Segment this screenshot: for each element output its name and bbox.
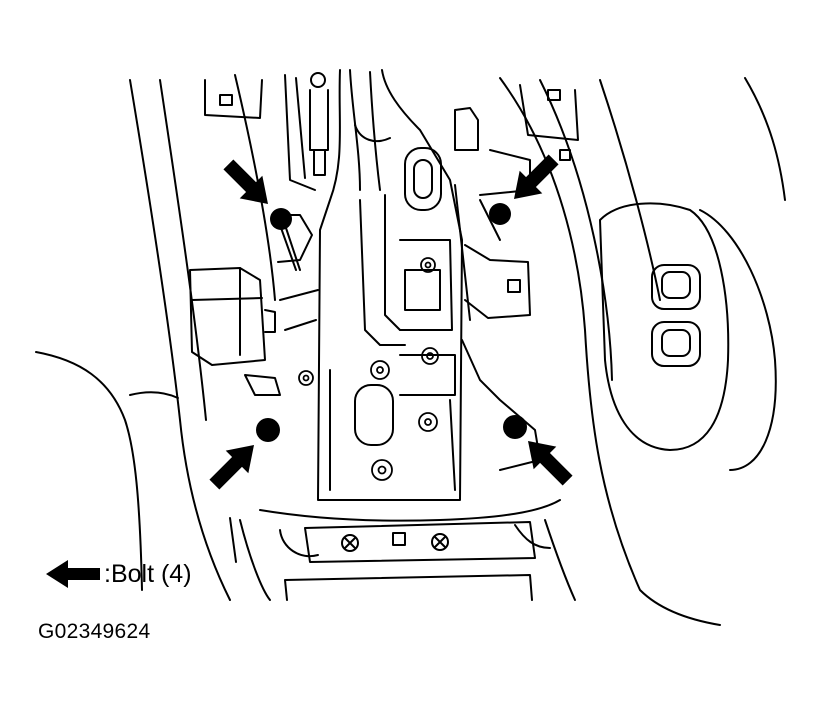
bolt-arrows: [209, 154, 573, 490]
bolt-bottom-right: [503, 415, 527, 439]
bolt-top-left: [270, 208, 292, 230]
arrow-top-right-icon: [514, 154, 559, 199]
connector-block: [189, 214, 319, 396]
figure-id: G02349624: [38, 620, 151, 643]
bolts: [256, 203, 527, 442]
top-bracket-left: [204, 72, 329, 191]
bottom-bracket: [229, 517, 551, 601]
arrow-top-left-icon: [223, 159, 268, 204]
arrow-left-icon: [46, 560, 100, 588]
legend-label: :Bolt (4): [104, 559, 192, 588]
console-outline: [35, 74, 786, 626]
right-mount-plate: [454, 184, 541, 471]
arrow-bottom-left-icon: [209, 445, 254, 490]
legend: :Bolt (4): [44, 556, 192, 592]
bolt-top-right: [489, 203, 511, 225]
screws: [298, 257, 439, 481]
window-switch-panel: [599, 202, 730, 451]
arrow-bottom-right-icon: [528, 441, 573, 486]
shift-lever-housing: [317, 69, 463, 501]
bolt-bottom-left: [256, 418, 280, 442]
